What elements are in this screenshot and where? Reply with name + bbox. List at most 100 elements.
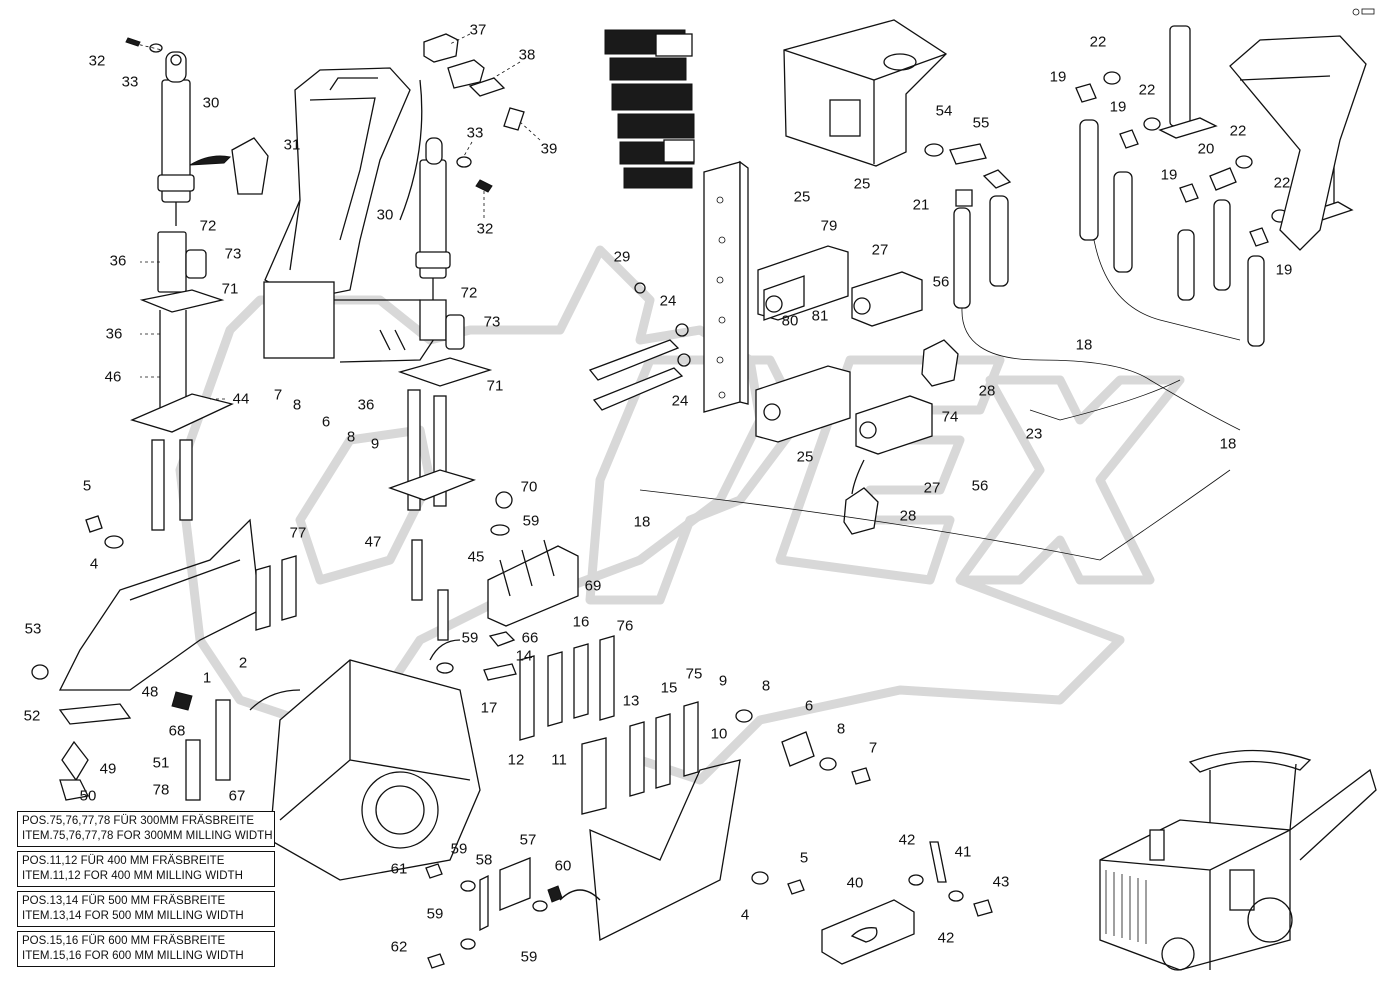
callout-79: 79 xyxy=(820,217,838,235)
callout-5: 5 xyxy=(82,477,92,495)
callout-18: 18 xyxy=(1219,435,1237,453)
callout-58: 58 xyxy=(475,851,493,869)
callout-32: 32 xyxy=(476,220,494,238)
callout-51: 51 xyxy=(152,754,170,772)
callout-44: 44 xyxy=(232,390,250,408)
callout-20: 20 xyxy=(1197,140,1215,158)
callout-43: 43 xyxy=(992,873,1010,891)
note-line-de: POS.75,76,77,78 FÜR 300MM FRÄSBREITE xyxy=(22,815,255,827)
note-500mm: POS.13,14 FÜR 500 MM FRÄSBREITE ITEM.13,… xyxy=(17,891,275,927)
callout-59: 59 xyxy=(522,512,540,530)
callout-59: 59 xyxy=(450,840,468,858)
callout-47: 47 xyxy=(364,533,382,551)
hydraulic-cylinder-center xyxy=(388,137,493,641)
note-line-de: POS.15,16 FÜR 600 MM FRÄSBREITE xyxy=(22,935,226,947)
callout-36: 36 xyxy=(105,325,123,343)
callout-46: 46 xyxy=(104,368,122,386)
callout-33: 33 xyxy=(121,73,139,91)
callout-1: 1 xyxy=(202,669,212,687)
mount-bracket-left xyxy=(130,231,234,531)
manifold-block xyxy=(588,160,749,413)
callout-56: 56 xyxy=(932,273,950,291)
side-plate-assembly xyxy=(31,515,297,801)
callout-17: 17 xyxy=(480,699,498,717)
callout-8: 8 xyxy=(836,720,846,738)
callout-56: 56 xyxy=(971,477,989,495)
callout-18: 18 xyxy=(633,513,651,531)
callout-61: 61 xyxy=(390,860,408,878)
note-line-en: ITEM.75,76,77,78 FOR 300MM MILLING WIDTH xyxy=(22,830,273,842)
callout-78: 78 xyxy=(152,781,170,799)
callout-72: 72 xyxy=(199,217,217,235)
callout-48: 48 xyxy=(141,683,159,701)
milling-drum-housing xyxy=(249,639,481,881)
callout-4: 4 xyxy=(89,555,99,573)
callout-9: 9 xyxy=(718,672,728,690)
note-line-de: POS.11,12 FÜR 400 MM FRÄSBREITE xyxy=(22,855,225,867)
callout-59: 59 xyxy=(461,629,479,647)
callout-59: 59 xyxy=(426,905,444,923)
callout-8: 8 xyxy=(761,677,771,695)
callout-7: 7 xyxy=(273,386,283,404)
callout-27: 27 xyxy=(871,241,889,259)
callout-2: 2 xyxy=(238,654,248,672)
callout-16: 16 xyxy=(572,613,590,631)
callout-4: 4 xyxy=(740,906,750,924)
callout-50: 50 xyxy=(79,787,97,805)
callout-73: 73 xyxy=(483,313,501,331)
note-600mm: POS.15,16 FÜR 600 MM FRÄSBREITE ITEM.15,… xyxy=(17,931,275,967)
callout-24: 24 xyxy=(671,392,689,410)
callout-70: 70 xyxy=(520,478,538,496)
callout-15: 15 xyxy=(660,679,678,697)
callout-45: 45 xyxy=(467,548,485,566)
machine-overview-thumbnail xyxy=(1099,749,1377,971)
callout-68: 68 xyxy=(168,722,186,740)
callout-66: 66 xyxy=(521,629,539,647)
callout-71: 71 xyxy=(221,280,239,298)
callout-76: 76 xyxy=(616,617,634,635)
seal-kit-31 xyxy=(189,137,269,195)
callout-22: 22 xyxy=(1089,33,1107,51)
hydraulic-fittings-54-55 xyxy=(924,143,1012,207)
callout-32: 32 xyxy=(88,52,106,70)
callout-31: 31 xyxy=(283,136,301,154)
callout-13: 13 xyxy=(622,692,640,710)
callout-69: 69 xyxy=(584,577,602,595)
callout-39: 39 xyxy=(540,140,558,158)
callout-22: 22 xyxy=(1273,174,1291,192)
callout-14: 14 xyxy=(515,647,533,665)
callout-55: 55 xyxy=(972,114,990,132)
callout-22: 22 xyxy=(1229,122,1247,140)
hydraulic-tank xyxy=(783,19,948,167)
callout-42: 42 xyxy=(937,929,955,947)
callout-23: 23 xyxy=(1025,425,1043,443)
callout-24: 24 xyxy=(659,292,677,310)
callout-19: 19 xyxy=(1049,68,1067,86)
callout-72: 72 xyxy=(460,284,478,302)
callout-21: 21 xyxy=(912,196,930,214)
callout-25: 25 xyxy=(796,448,814,466)
callout-6: 6 xyxy=(321,413,331,431)
callout-37: 37 xyxy=(469,21,487,39)
callout-36: 36 xyxy=(357,396,375,414)
callout-73: 73 xyxy=(224,245,242,263)
callout-33: 33 xyxy=(466,124,484,142)
solenoid-valves-upper xyxy=(757,245,923,327)
callout-28: 28 xyxy=(899,507,917,525)
callout-25: 25 xyxy=(853,175,871,193)
callout-6: 6 xyxy=(804,697,814,715)
clamp-parts-37-39 xyxy=(423,33,541,141)
solenoid-coils-28 xyxy=(843,339,959,535)
callout-81: 81 xyxy=(811,307,829,325)
callout-59: 59 xyxy=(520,948,538,966)
callout-25: 25 xyxy=(793,188,811,206)
callout-11: 11 xyxy=(551,751,567,769)
callout-54: 54 xyxy=(935,102,953,120)
main-column-frame xyxy=(263,67,441,363)
hydraulic-hoses xyxy=(639,179,1241,561)
callout-5: 5 xyxy=(799,849,809,867)
mounting-bracket-45-69 xyxy=(436,491,579,681)
callout-60: 60 xyxy=(554,857,572,875)
